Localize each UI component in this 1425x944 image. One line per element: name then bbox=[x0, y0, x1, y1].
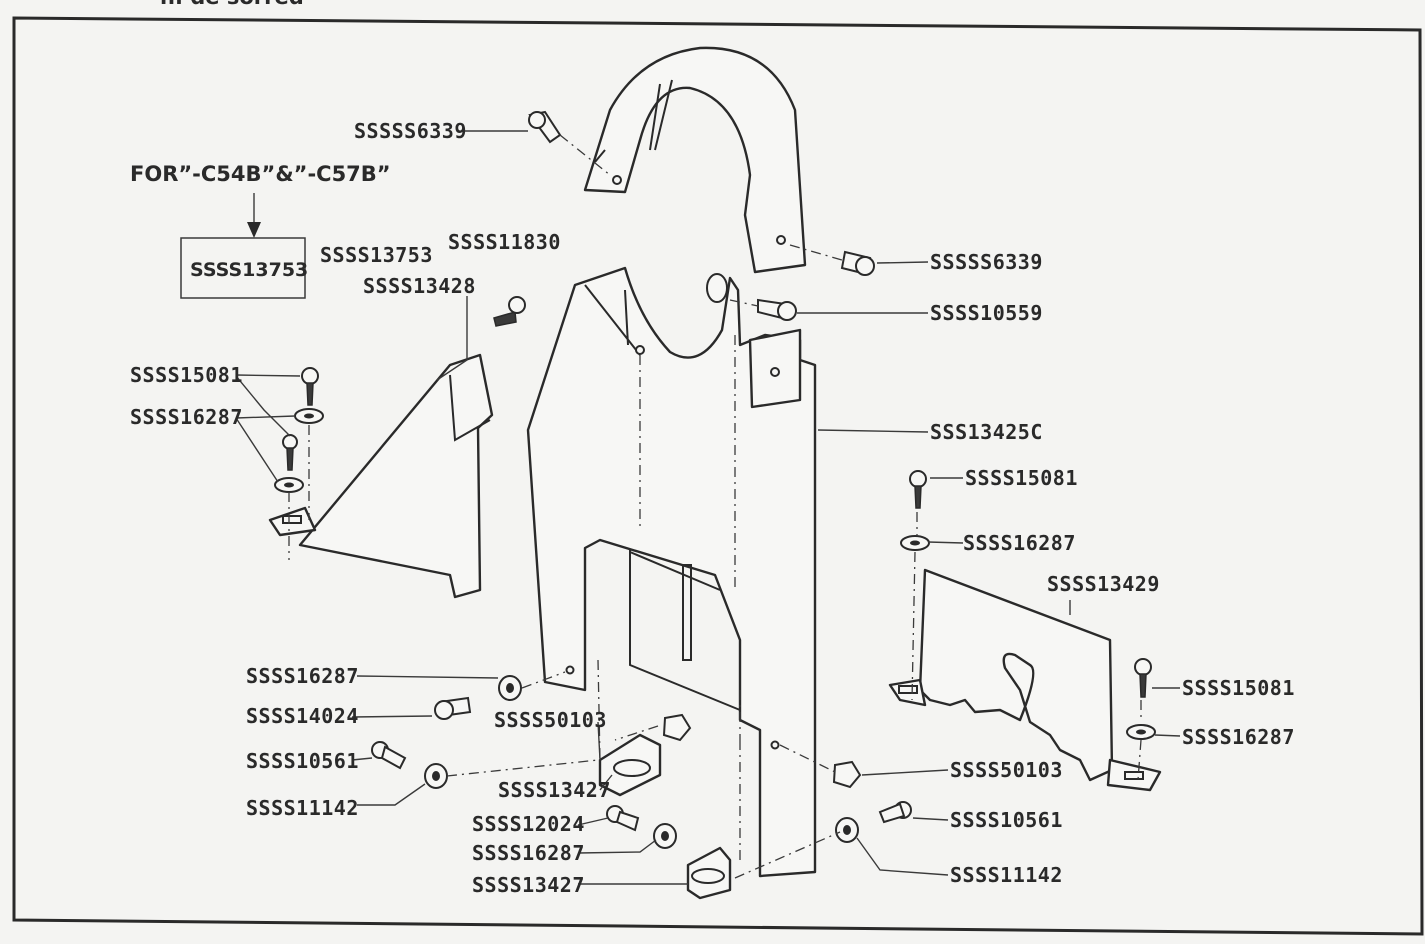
callout-screw-12024: SSSS12024 bbox=[472, 812, 585, 836]
callout-stud: SSSS11830 bbox=[448, 230, 561, 254]
hardware-screws bbox=[274, 110, 1156, 849]
header-fragment: n. de sorred bbox=[160, 0, 304, 9]
clip-upper-part bbox=[598, 733, 662, 797]
callout-washer-lower: SSSS16287 bbox=[472, 841, 585, 865]
callout-top-guard-screw-right: SSSSS6339 bbox=[930, 250, 1043, 274]
diagram-frame bbox=[12, 16, 1424, 936]
callout-screw-10561-left: SSSS10561 bbox=[246, 749, 359, 773]
callout-right-washer-low: SSSS16287 bbox=[1182, 725, 1295, 749]
callout-left-washer: SSSS16287 bbox=[130, 405, 243, 429]
callout-nut-right: SSSS50103 bbox=[950, 758, 1063, 782]
callout-right-washer-top: SSSS16287 bbox=[963, 531, 1076, 555]
leader-lines bbox=[235, 130, 1181, 885]
callout-washer-11142-left: SSSS11142 bbox=[246, 796, 359, 820]
callout-right-screw-top: SSSS15081 bbox=[965, 466, 1078, 490]
note-text: FOR”-C54B”&”-C57B” bbox=[130, 162, 391, 186]
callout-clip-lower: SSSS13427 bbox=[472, 873, 585, 897]
callout-nut-left: SSSS50103 bbox=[494, 708, 607, 732]
assembly-axes bbox=[288, 134, 1142, 879]
callout-right-bracket: SSSS13429 bbox=[1047, 572, 1160, 596]
callout-left-bracket-b: SSSS13428 bbox=[363, 274, 476, 298]
clip-lower-part bbox=[686, 846, 732, 900]
callout-pivot-screw: SSSS10559 bbox=[930, 301, 1043, 325]
note-boxed-part-number: SSSS13753 bbox=[190, 259, 308, 281]
note-part-box bbox=[180, 237, 306, 299]
callout-left-bracket-a: SSSS13753 bbox=[320, 243, 433, 267]
callout-screw-14024: SSSS14024 bbox=[246, 704, 359, 728]
callout-top-guard-screw-left: SSSSS6339 bbox=[354, 119, 467, 143]
callout-right-screw-low: SSSS15081 bbox=[1182, 676, 1295, 700]
left-bracket bbox=[268, 353, 494, 599]
right-bracket bbox=[888, 568, 1162, 792]
callout-screw-10561-right: SSSS10561 bbox=[950, 808, 1063, 832]
note-arrow-head bbox=[247, 222, 261, 238]
callout-left-screw: SSSS15081 bbox=[130, 363, 243, 387]
callout-main-plate: SSS13425C bbox=[930, 420, 1043, 444]
main-plate bbox=[526, 266, 817, 878]
top-arch-guard bbox=[583, 46, 807, 274]
callout-washer-mid: SSSS16287 bbox=[246, 664, 359, 688]
callout-clip-upper: SSSS13427 bbox=[498, 778, 611, 802]
callout-washer-11142-right: SSSS11142 bbox=[950, 863, 1063, 887]
